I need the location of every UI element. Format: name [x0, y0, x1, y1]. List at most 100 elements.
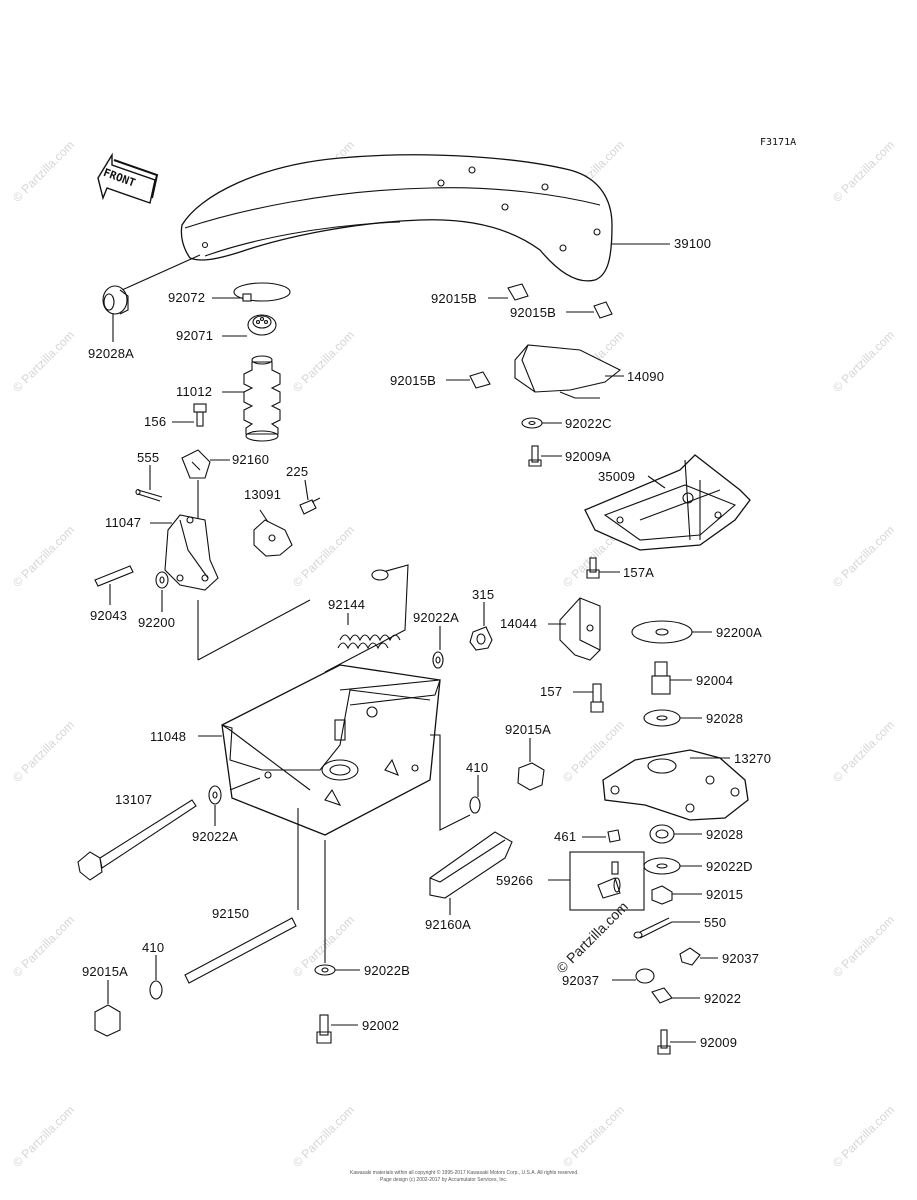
part-label-92150[interactable]: 92150 [212, 906, 250, 921]
part-label-315[interactable]: 315 [472, 587, 495, 602]
part-label-555[interactable]: 555 [137, 450, 160, 465]
part-label-92043[interactable]: 92043 [90, 608, 128, 623]
nut-part [517, 762, 545, 791]
joint-kit-part [569, 851, 645, 911]
clip-part [593, 301, 613, 319]
part-label-157[interactable]: 157 [540, 684, 563, 699]
front-arrow-icon [97, 152, 159, 204]
bolt-part [316, 1014, 332, 1044]
part-label-92004[interactable]: 92004 [696, 673, 734, 688]
part-label-92028-lower[interactable]: 92028 [706, 827, 744, 842]
screw-part [657, 1029, 671, 1055]
part-label-92072[interactable]: 92072 [168, 290, 206, 305]
rubber-part [181, 449, 211, 479]
washer-part [643, 857, 681, 875]
part-label-92002[interactable]: 92002 [362, 1018, 400, 1033]
part-label-59266[interactable]: 59266 [496, 873, 534, 888]
part-label-92009A[interactable]: 92009A [565, 449, 612, 464]
washer-part [469, 796, 481, 814]
part-label-39100[interactable]: 39100 [674, 236, 712, 251]
mounting-plate-part [602, 749, 749, 821]
long-bolt-part [77, 799, 197, 881]
footer-design: Page design (c) 2002-2017 by Accumulator… [380, 1177, 508, 1183]
part-label-92015B-3[interactable]: 92015B [390, 373, 437, 388]
part-label-92200A[interactable]: 92200A [716, 625, 763, 640]
part-label-35009[interactable]: 35009 [598, 469, 636, 484]
part-label-92022[interactable]: 92022 [704, 991, 742, 1006]
clip-part [635, 968, 655, 984]
washer-part [521, 417, 543, 429]
part-label-13270[interactable]: 13270 [734, 751, 772, 766]
part-label-92015A-lower[interactable]: 92015A [82, 964, 129, 979]
washer-part [651, 987, 673, 1004]
washer-part [155, 571, 169, 589]
part-label-410[interactable]: 410 [466, 760, 489, 775]
part-label-92160A[interactable]: 92160A [425, 917, 472, 932]
part-label-11048[interactable]: 11048 [150, 729, 187, 744]
washer-part [631, 620, 693, 644]
part-label-13107[interactable]: 13107 [115, 792, 153, 807]
stud-part [651, 661, 671, 695]
rubber-boot-part [243, 355, 281, 442]
part-label-92022B[interactable]: 92022B [364, 963, 411, 978]
part-label-92015B-2[interactable]: 92015B [510, 305, 557, 320]
part-label-410-lower[interactable]: 410 [142, 940, 165, 955]
part-label-13091[interactable]: 13091 [244, 487, 282, 502]
part-label-92028[interactable]: 92028 [706, 711, 744, 726]
pin-part [135, 488, 163, 502]
part-label-225[interactable]: 225 [286, 464, 309, 479]
hood-cover-part [180, 154, 613, 282]
part-label-461[interactable]: 461 [554, 829, 577, 844]
bolt-part [586, 557, 600, 579]
bolt-part [590, 683, 604, 713]
clip-part [607, 829, 621, 843]
part-label-92028A[interactable]: 92028A [88, 346, 135, 361]
part-label-14090[interactable]: 14090 [627, 369, 665, 384]
part-label-92071[interactable]: 92071 [176, 328, 214, 343]
part-label-92160[interactable]: 92160 [232, 452, 270, 467]
nut-part [94, 1004, 121, 1037]
part-label-92144[interactable]: 92144 [328, 597, 366, 612]
part-label-92022D[interactable]: 92022D [706, 859, 753, 874]
part-label-92200[interactable]: 92200 [138, 615, 176, 630]
part-label-92022A-lower[interactable]: 92022A [192, 829, 239, 844]
part-label-92009[interactable]: 92009 [700, 1035, 738, 1050]
part-label-14044[interactable]: 14044 [500, 616, 538, 631]
part-label-92037-lower[interactable]: 92037 [562, 973, 600, 988]
cotter-pin-part [633, 917, 673, 939]
footer-copyright: Kawasaki materials within all copyright … [350, 1170, 579, 1176]
clip-part [679, 947, 701, 966]
part-label-92037[interactable]: 92037 [722, 951, 760, 966]
diagram-code: F3171A [760, 137, 797, 148]
rod-part [94, 565, 134, 587]
part-label-11012[interactable]: 11012 [176, 384, 213, 399]
small-bracket-part [253, 519, 293, 557]
clip-part [469, 371, 491, 389]
nut-part [651, 885, 673, 905]
washer-part [649, 824, 675, 844]
nut-part [469, 626, 493, 651]
long-rod-part [184, 917, 297, 984]
part-label-92015B[interactable]: 92015B [431, 291, 478, 306]
cover-part [514, 344, 622, 399]
washer-part [208, 785, 222, 805]
wire-bracket-part [559, 597, 601, 661]
part-label-92022A[interactable]: 92022A [413, 610, 460, 625]
bolt-part [193, 403, 207, 427]
cap-part [247, 314, 277, 336]
part-label-156[interactable]: 156 [144, 414, 167, 429]
bracket-part [164, 514, 219, 591]
spring-lever-part [324, 564, 409, 673]
part-label-92015[interactable]: 92015 [706, 887, 744, 902]
part-label-92022C[interactable]: 92022C [565, 416, 612, 431]
part-label-11047[interactable]: 11047 [105, 515, 142, 530]
screw-part [528, 445, 542, 467]
part-label-550[interactable]: 550 [704, 915, 727, 930]
washer-part [432, 651, 444, 669]
part-label-92015A[interactable]: 92015A [505, 722, 552, 737]
washer-part [643, 709, 681, 727]
screw-part [299, 497, 321, 515]
part-label-157A[interactable]: 157A [623, 565, 655, 580]
battery-tray-part [221, 664, 441, 836]
